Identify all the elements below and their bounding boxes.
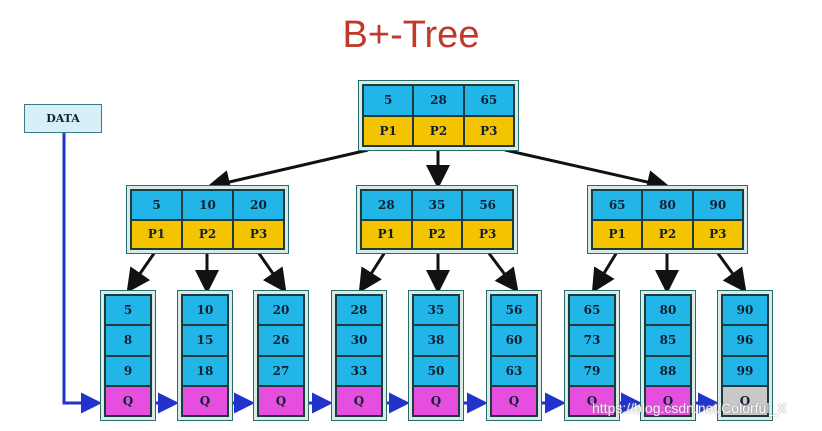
leaf-1-q: Q — [105, 385, 151, 416]
leaf-6-key-2: 60 — [491, 325, 537, 356]
internal-1-pointer-2: P2 — [182, 219, 233, 249]
leaf-8-q: Q — [645, 385, 691, 416]
internal-3-key-1: 65 — [592, 190, 643, 220]
leaf-3-q: Q — [258, 385, 304, 416]
leaf-2-key-2: 15 — [182, 325, 228, 356]
internal-2-key-3: 56 — [462, 190, 513, 220]
internal-2-pointer-1: P1 — [361, 219, 412, 249]
internal-2-key-2: 35 — [411, 190, 463, 220]
internal-3-key-2: 80 — [642, 190, 693, 220]
leaf-node-4: 28 30 33 Q — [331, 290, 387, 421]
leaf-7-key-1: 65 — [569, 295, 615, 326]
internal-1-key-3: 20 — [233, 190, 284, 220]
internal-2-pointer-2: P2 — [411, 219, 463, 249]
internal-1-pointer-1: P1 — [131, 219, 182, 249]
leaf-9-q: Q — [722, 385, 768, 416]
edge-i1-p1 — [126, 251, 157, 293]
leaf-8-key-3: 88 — [645, 355, 691, 386]
internal-1-pointer-3: P3 — [233, 219, 284, 249]
internal-3-key-3: 90 — [692, 190, 743, 220]
leaf-4-key-1: 28 — [336, 295, 382, 326]
edge-root-p1 — [206, 148, 369, 194]
internal-node-1: 5 10 20 P1 P2 P3 — [126, 185, 289, 254]
leaf-5-key-3: 50 — [413, 355, 459, 386]
internal-1-key-1: 5 — [131, 190, 182, 220]
internal-2-key-1: 28 — [361, 190, 412, 220]
leaf-3-key-1: 20 — [258, 295, 304, 326]
leaf-7-q: Q — [569, 385, 615, 416]
leaf-4-key-3: 33 — [336, 355, 382, 386]
internal-3-pointer-2: P2 — [642, 219, 693, 249]
leaf-2-key-3: 18 — [182, 355, 228, 386]
diagram-title: B+-Tree — [342, 14, 480, 56]
leaf-9-key-2: 96 — [722, 325, 768, 356]
leaf-3-key-2: 26 — [258, 325, 304, 356]
edge-root-p3 — [504, 148, 671, 194]
root-key-2: 28 — [413, 85, 464, 116]
leaf-1-key-3: 9 — [105, 355, 151, 386]
leaf-node-1: 5 8 9 Q — [100, 290, 156, 421]
leaf-node-6: 56 60 63 Q — [486, 290, 542, 421]
internal-2-pointer-3: P3 — [462, 219, 513, 249]
leaf-5-key-2: 38 — [413, 325, 459, 356]
leaf-6-key-3: 63 — [491, 355, 537, 386]
edge-i1-p3 — [256, 251, 287, 293]
root-node: 5 28 65 P1 P2 P3 — [358, 80, 519, 151]
edge-i2-p1 — [358, 251, 387, 294]
data-entry-link — [62, 133, 102, 414]
leaf-1-key-2: 8 — [105, 325, 151, 356]
internal-3-pointer-3: P3 — [692, 219, 743, 249]
leaf-node-8: 80 85 88 Q — [640, 290, 696, 421]
leaf-7-key-3: 79 — [569, 355, 615, 386]
root-pointer-2: P2 — [413, 115, 464, 146]
leaf-5-q: Q — [413, 385, 459, 416]
root-pointer-3: P3 — [463, 115, 514, 146]
leaf-node-5: 35 38 50 Q — [408, 290, 464, 421]
root-pointer-1: P1 — [363, 115, 414, 146]
internal-node-2: 28 35 56 P1 P2 P3 — [356, 185, 518, 254]
leaf-node-2: 10 15 18 Q — [177, 290, 233, 421]
edge-i3-p3 — [715, 251, 747, 293]
leaf-4-q: Q — [336, 385, 382, 416]
leaf-4-key-2: 30 — [336, 325, 382, 356]
leaf-node-3: 20 26 27 Q — [253, 290, 309, 421]
leaf-6-q: Q — [491, 385, 537, 416]
leaf-6-key-1: 56 — [491, 295, 537, 326]
leaf-node-9: 90 96 99 Q — [717, 290, 773, 421]
leaf-2-key-1: 10 — [182, 295, 228, 326]
leaf-1-key-1: 5 — [105, 295, 151, 326]
edge-i2-p3 — [486, 251, 519, 293]
leaf-8-key-2: 85 — [645, 325, 691, 356]
root-key-3: 65 — [463, 85, 514, 116]
leaf-9-key-3: 99 — [722, 355, 768, 386]
leaf-2-q: Q — [182, 385, 228, 416]
leaf-node-7: 65 73 79 Q — [564, 290, 620, 421]
root-key-1: 5 — [363, 85, 414, 116]
leaf-8-key-1: 80 — [645, 295, 691, 326]
internal-3-pointer-1: P1 — [592, 219, 643, 249]
leaf-3-key-3: 27 — [258, 355, 304, 386]
watermark-url: https://blog.csdn.net/Colorful_X — [592, 400, 787, 416]
internal-1-key-2: 10 — [182, 190, 233, 220]
edge-i3-p1 — [591, 251, 619, 294]
internal-node-3: 65 80 90 P1 P2 P3 — [587, 185, 748, 254]
leaf-5-key-1: 35 — [413, 295, 459, 326]
leaf-9-key-1: 90 — [722, 295, 768, 326]
leaf-7-key-2: 73 — [569, 325, 615, 356]
data-entry-box: DATA — [24, 104, 102, 133]
